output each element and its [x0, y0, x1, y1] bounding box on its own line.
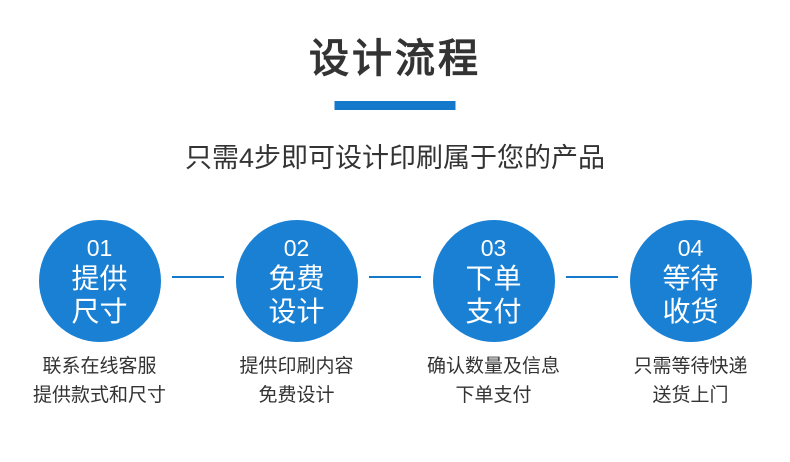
step-description-line: 只需等待快递	[633, 356, 748, 377]
step-title-line: 提供	[71, 263, 128, 294]
step-title-line: 等待	[662, 263, 719, 294]
step-title-line: 设计	[268, 296, 325, 327]
step-item-1: 01 提供 尺寸 联系在线客服 提供款式和尺寸	[1, 220, 198, 460]
steps-row: 01 提供 尺寸 联系在线客服 提供款式和尺寸 02 免费 设计 提供印刷内容 …	[1, 220, 789, 460]
step-circle-3: 03 下单 支付	[432, 220, 555, 342]
step-circle-1: 01 提供 尺寸	[38, 220, 161, 342]
page-subtitle: 只需4步即可设计印刷属于您的产品	[184, 143, 605, 173]
title-underline-bar	[334, 101, 456, 110]
step-description: 只需等待快递 送货上门	[633, 352, 747, 410]
step-title-line: 支付	[465, 296, 522, 327]
step-item-4: 04 等待 收货 只需等待快递 送货上门	[592, 220, 789, 460]
step-description-line: 提供款式和尺寸	[32, 385, 166, 406]
page-title: 设计流程	[309, 37, 481, 81]
step-description-line: 送货上门	[652, 385, 729, 406]
step-description: 联系在线客服 提供款式和尺寸	[33, 352, 166, 410]
connector-line-2	[369, 276, 421, 278]
step-description: 确认数量及信息 下单支付	[427, 352, 560, 410]
step-description-line: 联系在线客服	[42, 356, 157, 377]
step-description-line: 免费设计	[258, 385, 335, 406]
step-description-line: 下单支付	[455, 385, 532, 406]
step-title-line: 尺寸	[71, 296, 128, 327]
connector-line-3	[566, 276, 618, 278]
step-item-2: 02 免费 设计 提供印刷内容 免费设计	[198, 220, 395, 460]
step-circle-4: 04 等待 收货	[629, 220, 752, 342]
step-number: 02	[283, 235, 310, 261]
step-description-line: 确认数量及信息	[426, 356, 560, 377]
step-number: 04	[677, 235, 704, 261]
step-title-line: 免费	[268, 263, 325, 294]
step-item-3: 03 下单 支付 确认数量及信息 下单支付	[395, 220, 592, 460]
step-number: 03	[480, 235, 507, 261]
step-description-line: 提供印刷内容	[239, 356, 354, 377]
step-title-line: 下单	[465, 263, 522, 294]
step-title-line: 收货	[662, 296, 719, 327]
step-number: 01	[86, 235, 113, 261]
step-circle-2: 02 免费 设计	[235, 220, 358, 342]
step-description: 提供印刷内容 免费设计	[239, 352, 353, 410]
connector-line-1	[172, 276, 224, 278]
